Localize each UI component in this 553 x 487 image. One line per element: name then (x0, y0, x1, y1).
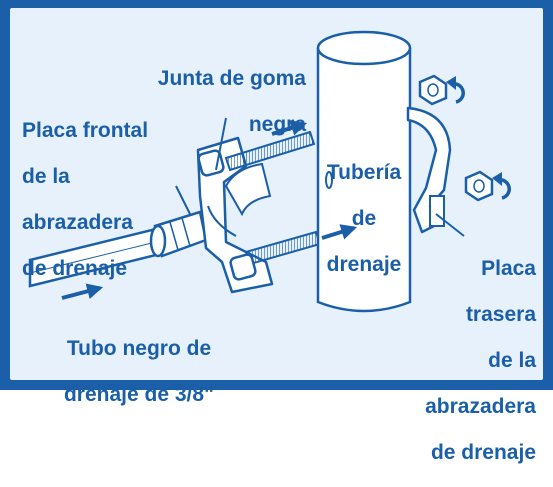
diagram-frame: Junta de goma negra Placa frontal de la … (0, 0, 553, 464)
black-tube-label-line: Tubo negro de (66, 337, 212, 360)
front-clamp-plate (196, 136, 274, 294)
rear-plate-label: Placa trasera de la abrazadera de drenaj… (380, 234, 536, 487)
drain-pipe (316, 30, 412, 313)
front-plate-label-line: abrazadera (22, 211, 133, 234)
rubber-gasket-label-line: negra (248, 113, 306, 136)
diagram-panel (10, 8, 543, 380)
rear-plate-label-line: Placa (481, 257, 536, 280)
rear-plate-label-line: de drenaje (430, 441, 536, 464)
rotate-arrow-icon (492, 172, 511, 200)
black-tube-label: Tubo negro de drenaje de 3/8" (34, 314, 244, 429)
drain-pipe-label-line: drenaje (326, 253, 402, 276)
black-tube-label-line: drenaje de 3/8" (63, 383, 215, 406)
rubber-gasket-label-line: Junta de goma (157, 67, 306, 90)
compression-fitting (149, 210, 208, 258)
drain-pipe-label-line: de (351, 207, 377, 230)
front-plate-label-line: Placa frontal (22, 119, 149, 142)
direction-arrow-icon (61, 120, 358, 300)
front-plate-label-line: de la (22, 165, 70, 188)
rear-clamp-plate (406, 106, 452, 234)
leader-lines (175, 117, 465, 237)
rubber-gasket-label: Junta de goma negra (108, 44, 306, 159)
drain-pipe-label: Tubería de drenaje (312, 138, 416, 299)
upper-nut-icon (418, 74, 448, 106)
front-plate-label: Placa frontal de la abrazadera de drenaj… (22, 96, 202, 303)
lower-bolt (229, 230, 322, 281)
front-plate-label-line: de drenaje (22, 257, 128, 280)
rear-plate-label-line: trasera (465, 303, 536, 326)
lower-nut-icon (464, 170, 494, 202)
rotate-arrow-icon (446, 76, 465, 104)
rear-plate-label-line: abrazadera (425, 395, 536, 418)
drain-pipe-label-line: Tubería (326, 161, 402, 184)
drain-clamp-illustration (28, 30, 511, 313)
rear-plate-label-line: de la (488, 349, 536, 372)
